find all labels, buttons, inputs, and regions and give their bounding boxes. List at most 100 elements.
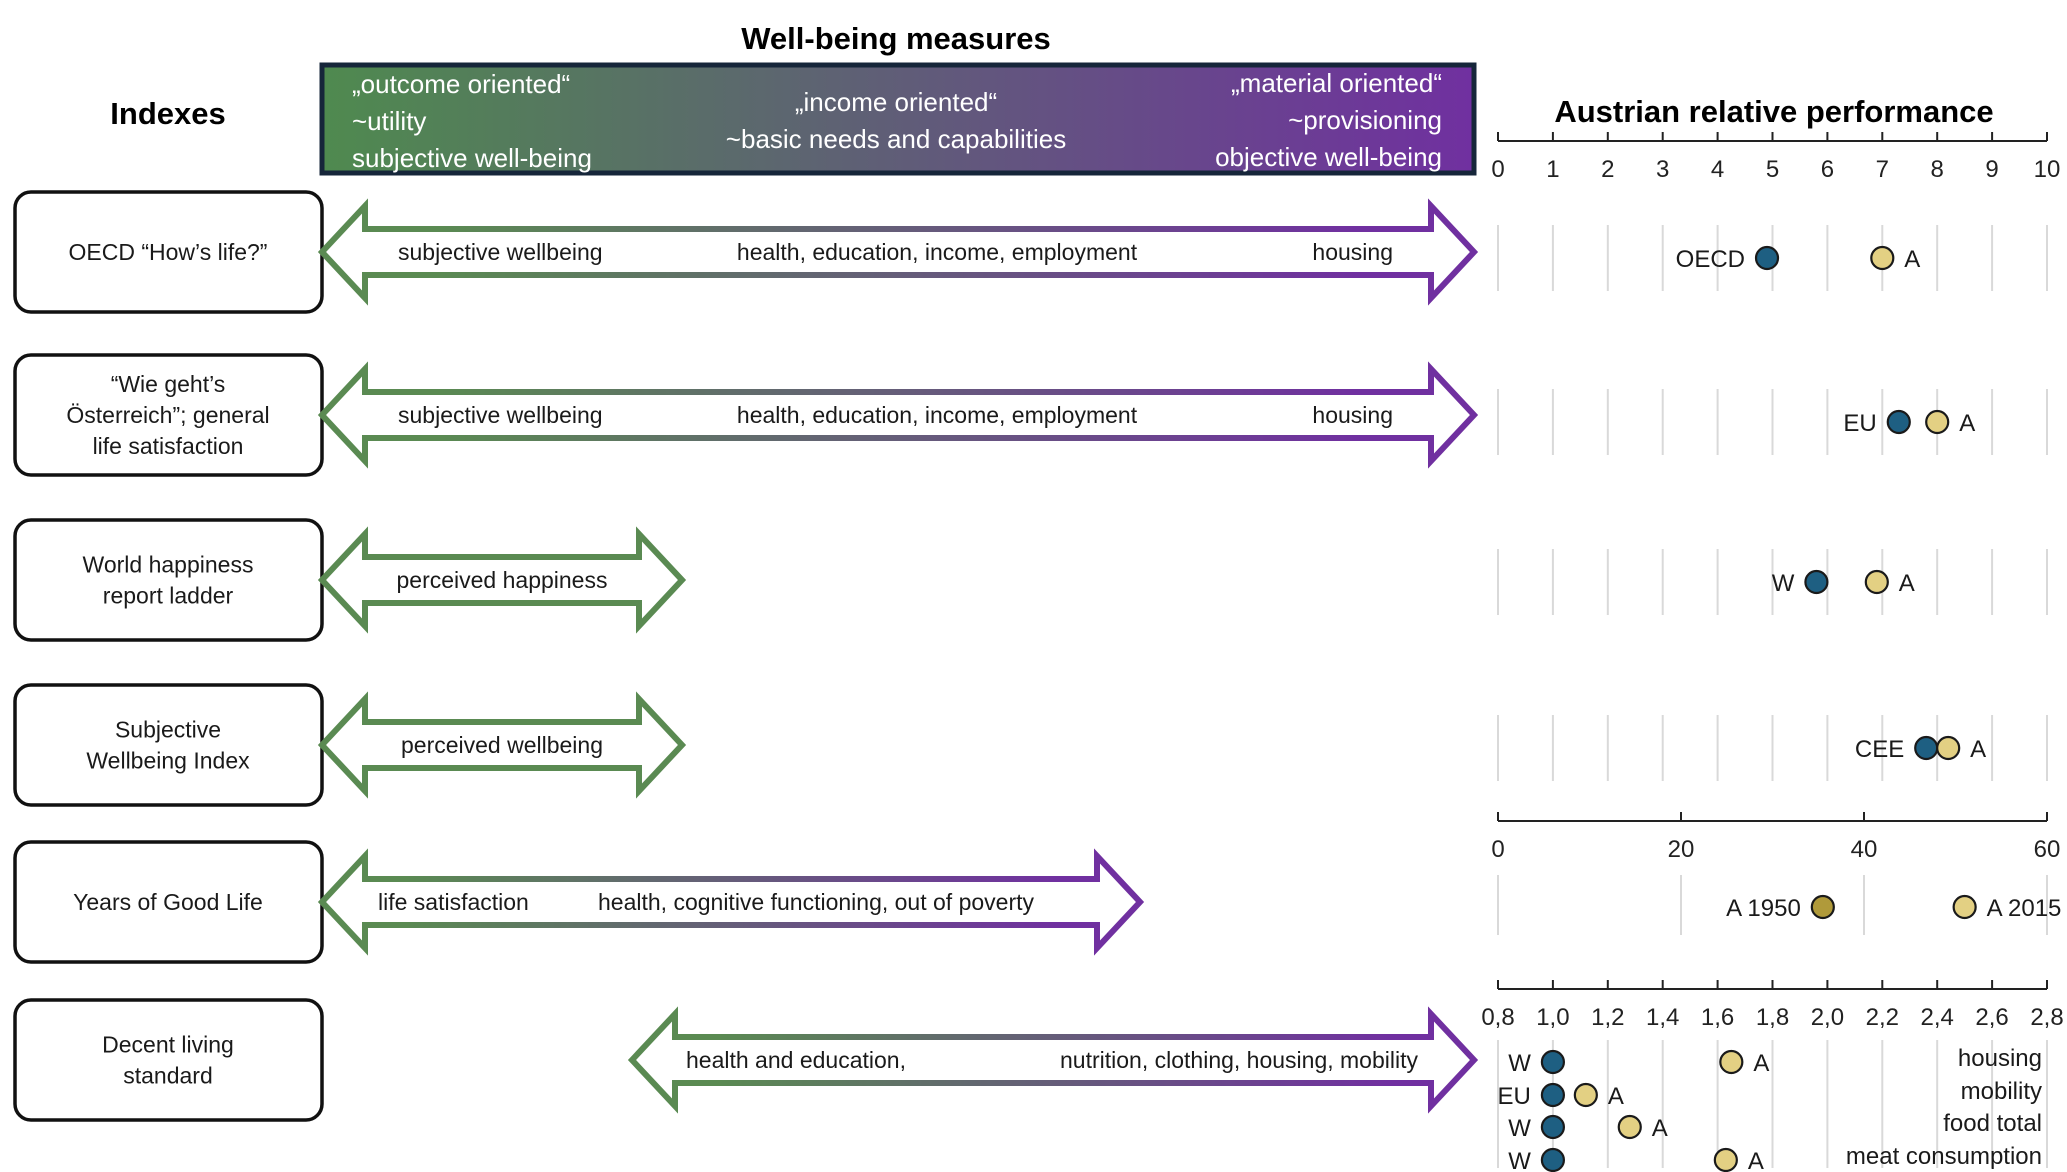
measure-arrow: [317, 691, 687, 799]
tick-label: 9: [1985, 156, 1998, 183]
index-label-line: Subjective: [115, 717, 221, 743]
year-dot: [1952, 894, 1977, 920]
austria-dot: [1719, 1049, 1744, 1075]
index-label-line: Years of Good Life: [73, 889, 263, 915]
comparator-label: W: [1508, 1148, 1531, 1172]
year-label: A 1950: [1726, 895, 1801, 922]
comparator-label: OECD: [1676, 246, 1745, 273]
index-row: Years of Good Life life satisfaction healt…: [13, 840, 1145, 964]
tick-label: 2,8: [2030, 1004, 2063, 1031]
arrow-label: subjective wellbeing: [398, 239, 603, 265]
tick-label: 4: [1711, 156, 1724, 183]
indexes-heading: Indexes: [110, 96, 225, 131]
tick-label: 6: [1821, 156, 1834, 183]
performance-heading: Austrian relative performance: [1554, 94, 1993, 129]
index-row: World happiness report ladder perceived ha…: [13, 518, 687, 642]
box-right-line: objective well-being: [1215, 142, 1442, 172]
box-left-line: subjective well-being: [352, 143, 592, 173]
arrow-label: perceived happiness: [397, 567, 608, 593]
tick-label: 1,2: [1591, 1004, 1624, 1031]
arrow-label: health, education, income, employment: [737, 239, 1138, 265]
income-oriented-text: „income oriented“ ~basic needs and capabi…: [726, 87, 1066, 154]
material-oriented-text: „material oriented“ ~provisioning objectiv…: [1215, 68, 1442, 172]
austria-label: A: [1748, 1148, 1764, 1172]
comparator-dot: [1914, 735, 1939, 761]
comparator-dot: [1540, 1082, 1566, 1108]
index-label-line: Wellbeing Index: [86, 748, 250, 774]
index-box: Years of Good Life: [13, 840, 324, 964]
tick-label: 60: [2034, 836, 2061, 863]
index-row: OECD “How’s life?” subjective wellbeing he…: [13, 190, 1479, 314]
arrow-label: nutrition, clothing, housing, mobility: [1060, 1047, 1418, 1073]
tick-label: 3: [1656, 156, 1669, 183]
austria-dot: [1617, 1114, 1642, 1140]
box-right-line: ~provisioning: [1288, 105, 1442, 135]
austria-label: A: [1608, 1083, 1624, 1110]
austria-label: A: [1904, 246, 1920, 273]
index-label-line: report ladder: [103, 583, 234, 609]
comparator-label: W: [1508, 1050, 1531, 1077]
wellbeing-spectrum-box: „outcome oriented“ ~utility subjective wel…: [319, 62, 1477, 176]
comparator-dot: [1804, 569, 1829, 595]
austria-dot: [1870, 245, 1895, 271]
austria-label: A: [1652, 1115, 1668, 1142]
tick-label: 2: [1601, 156, 1614, 183]
box-left-line: ~utility: [352, 106, 426, 136]
tick-label: 1,0: [1536, 1004, 1569, 1031]
comparator-label: W: [1508, 1115, 1531, 1142]
category-label: meat consumption: [1846, 1143, 2042, 1170]
arrow-label: life satisfaction: [378, 889, 529, 915]
year-label: A 2015: [1987, 895, 2062, 922]
index-rows: OECD “How’s life?” subjective wellbeing he…: [13, 190, 1479, 1122]
austria-dot: [1936, 735, 1961, 761]
box-center-line: „income oriented“: [795, 87, 997, 117]
comparator-dot: [1886, 409, 1911, 435]
comparator-label: EU: [1498, 1083, 1531, 1110]
index-label-line: standard: [123, 1063, 213, 1089]
tick-label: 1,8: [1756, 1004, 1789, 1031]
measure-arrow: [317, 361, 1479, 469]
measure-arrow: [317, 848, 1145, 956]
austria-dot: [1864, 569, 1889, 595]
austria-dot: [1573, 1082, 1598, 1108]
arrow-label: housing: [1312, 402, 1393, 428]
box-center-line: ~basic needs and capabilities: [726, 124, 1066, 154]
tick-label: 1: [1546, 156, 1559, 183]
arrow-label: housing: [1312, 239, 1393, 265]
box-right-line: „material oriented“: [1231, 68, 1442, 98]
outcome-oriented-text: „outcome oriented“ ~utility subjective wel…: [352, 69, 592, 173]
index-label-line: World happiness: [83, 552, 254, 578]
comparator-label: W: [1772, 570, 1795, 597]
index-label-line: Österreich”; general: [66, 402, 269, 428]
tick-label: 1,6: [1701, 1004, 1734, 1031]
year-dot: [1810, 894, 1835, 920]
category-label: mobility: [1961, 1078, 2042, 1105]
index-label-line: OECD “How’s life?”: [69, 239, 268, 265]
austria-label: A: [1959, 410, 1975, 437]
tick-label: 0: [1491, 836, 1504, 863]
box-left-line: „outcome oriented“: [352, 69, 570, 99]
tick-label: 0: [1491, 156, 1504, 183]
index-box: World happiness report ladder: [13, 518, 324, 642]
tick-label: 2,0: [1811, 1004, 1844, 1031]
arrow-label: health, education, income, employment: [737, 402, 1138, 428]
comparator-label: EU: [1843, 410, 1876, 437]
arrow-label: health, cognitive functioning, out of po…: [598, 889, 1035, 915]
wellbeing-measures-heading: Well-being measures: [741, 21, 1051, 56]
comparator-label: CEE: [1855, 736, 1904, 763]
arrow-label: subjective wellbeing: [398, 402, 603, 428]
